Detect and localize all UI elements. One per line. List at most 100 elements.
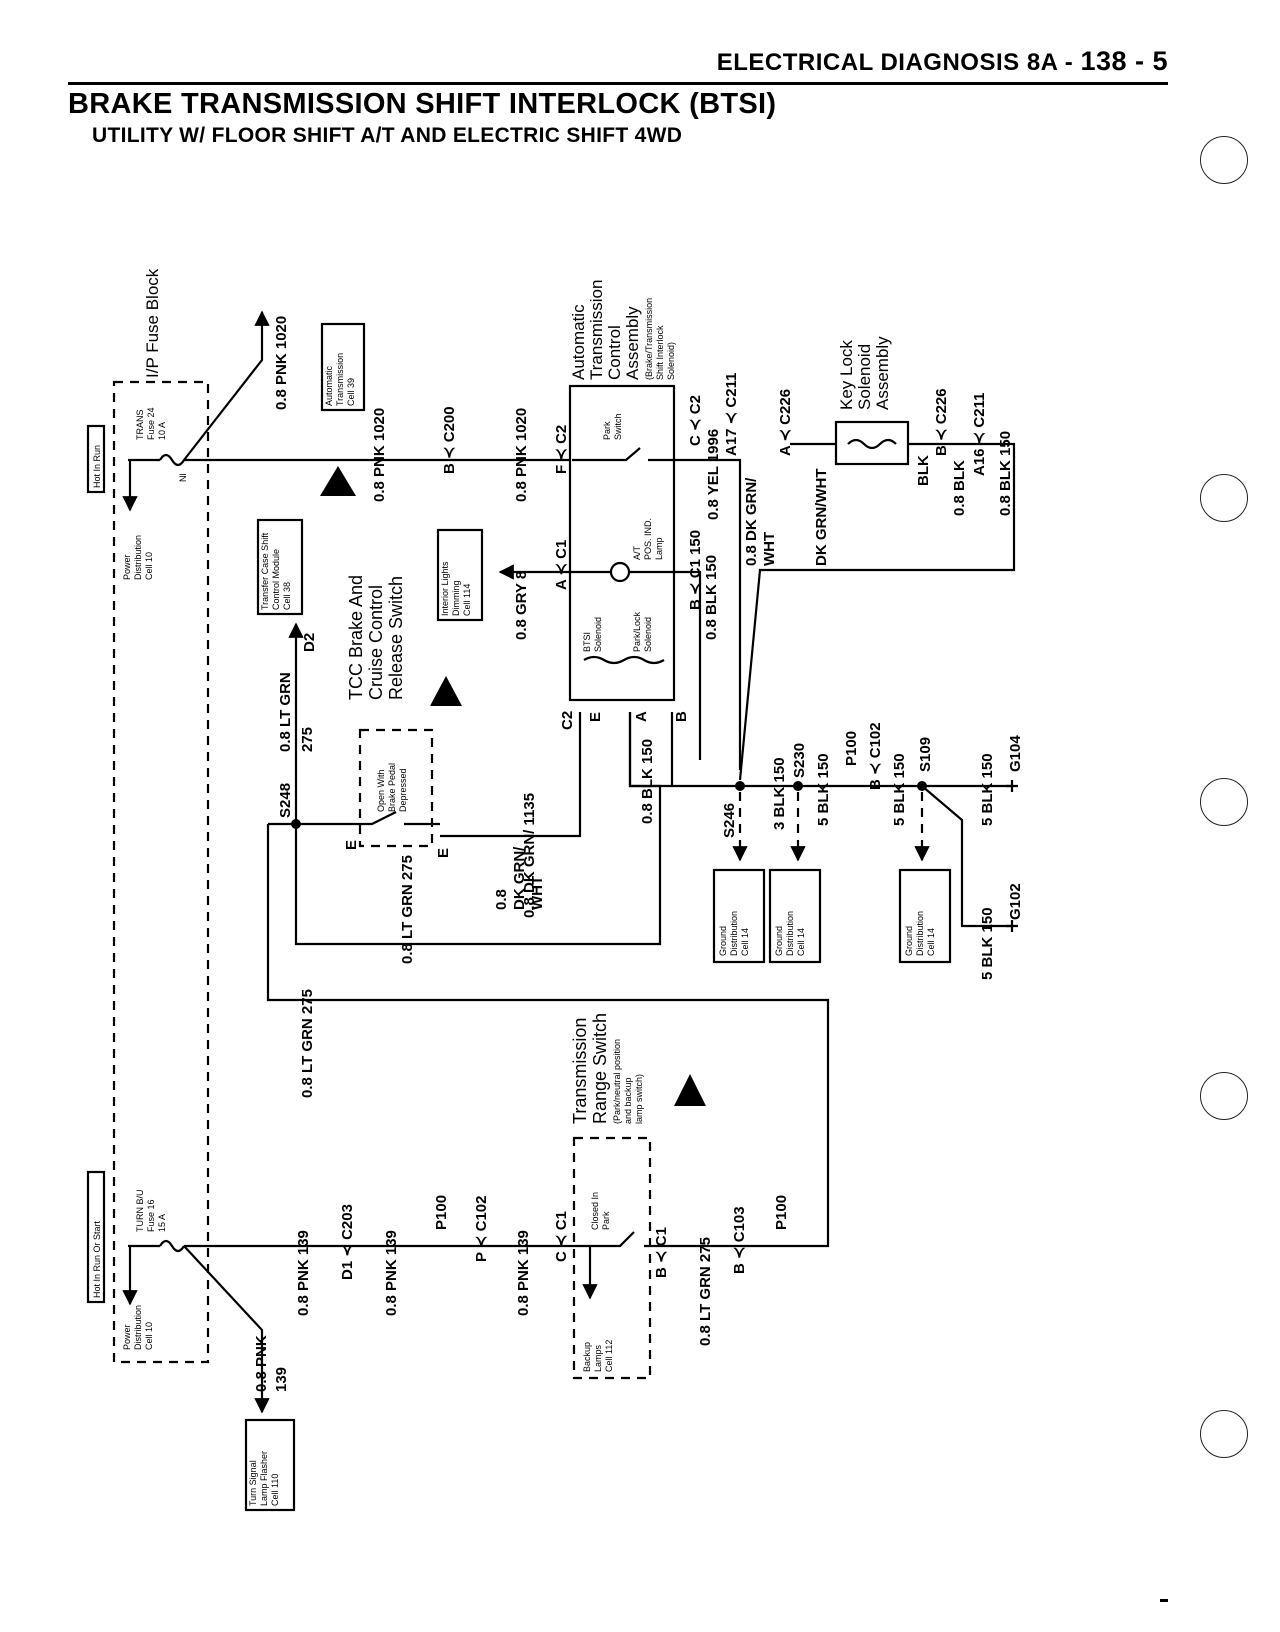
power-dist-a-3: Cell 10 bbox=[144, 552, 154, 580]
wire-ltgrn275-c: 0.8 LT GRN 275 bbox=[299, 989, 316, 1098]
fuse24-line3: 10 A bbox=[157, 422, 167, 440]
conn-a17: A17 ≺ C211 bbox=[723, 373, 740, 456]
splice-s246-dot bbox=[735, 781, 745, 791]
ref-transfer-2: Control Module bbox=[271, 549, 281, 610]
nl-label: Nl bbox=[178, 474, 188, 483]
tcc-sub-3: Depressed bbox=[398, 768, 408, 812]
fuse16-line3: 15 A bbox=[157, 1214, 167, 1232]
closed-park-2: Park bbox=[601, 1211, 611, 1230]
wire-blk5-150-d: 5 BLK 150 bbox=[979, 907, 996, 980]
page-subtitle: UTILITY W/ FLOOR SHIFT A/T AND ELECTRIC … bbox=[92, 124, 683, 147]
page-corner-mark bbox=[1160, 1599, 1168, 1602]
wire-pnk139-c: 0.8 PNK 139 bbox=[515, 1230, 532, 1316]
wire-g102 bbox=[921, 785, 1012, 928]
keylock-2: Solenoid bbox=[855, 344, 874, 410]
hot-in-run-start-box bbox=[86, 1170, 106, 1304]
wire-yel1996: 0.8 YEL 1996 bbox=[705, 429, 722, 520]
wire-blk5-150-b: 5 BLK 150 bbox=[891, 753, 908, 826]
tcc-1: TCC Brake And bbox=[346, 575, 366, 700]
atca-sub-2: Shift Interlock bbox=[655, 325, 665, 380]
wire-pnk1020-a: 0.8 PNK 1020 bbox=[273, 316, 290, 410]
ref-gnd3-box bbox=[898, 868, 952, 964]
fuse-block-title-text: I/P Fuse Block bbox=[143, 268, 162, 378]
trs-sub-3: lamp switch) bbox=[634, 1074, 644, 1124]
wire-ltgrn275-a: 0.8 LT GRN bbox=[277, 672, 294, 752]
backup-3: Cell 112 bbox=[604, 1340, 614, 1372]
turn-3: Cell 110 bbox=[270, 1474, 280, 1506]
ref-transfer-box bbox=[256, 518, 304, 616]
fuse-24 bbox=[159, 453, 185, 467]
wire-pnk139-b: 0.8 PNK 139 bbox=[383, 1230, 400, 1316]
gnd3-3: Cell 14 bbox=[926, 928, 936, 956]
solenoid-coils bbox=[583, 655, 665, 665]
btsi-sol-1: BTSI bbox=[582, 632, 592, 652]
gnd2-2: Distribution bbox=[785, 911, 795, 956]
gnd3-1: Ground bbox=[904, 926, 914, 956]
binder-hole bbox=[1200, 1072, 1248, 1120]
header-section: ELECTRICAL DIAGNOSIS 8A - bbox=[716, 49, 1074, 76]
wire-blk-k2: 0.8 BLK bbox=[951, 460, 968, 516]
backup-2: Lamps bbox=[593, 1344, 603, 1372]
pos-ind-2: POS. IND. bbox=[643, 518, 653, 560]
wire-blk5-150-c: 5 BLK 150 bbox=[979, 753, 996, 826]
conn-a16: A16 ≺ C211 bbox=[971, 393, 988, 476]
trs-2: Range Switch bbox=[590, 1013, 610, 1124]
trs-sub-2: and backup bbox=[623, 1077, 633, 1124]
splice-s230-dot bbox=[793, 781, 803, 791]
atca-title-1: Automatic bbox=[569, 304, 588, 380]
binder-hole bbox=[1200, 136, 1248, 184]
atca-title-2: Transmission bbox=[587, 280, 606, 380]
fuse-block-outline bbox=[112, 380, 210, 1364]
splice-s230: S230 bbox=[791, 743, 808, 778]
esd-warning-icon bbox=[320, 466, 356, 496]
conn-c2-c: C ≺ C2 bbox=[687, 395, 704, 446]
conn-c1-d: B ≺ C1 bbox=[653, 1227, 670, 1278]
turn-1: Turn Signal bbox=[248, 1460, 258, 1506]
ground-g104-icon bbox=[1006, 780, 1018, 792]
backup-1: Backup bbox=[582, 1342, 592, 1372]
fuse-block-title: I/P Fuse Block bbox=[143, 268, 162, 378]
gnd2-3: Cell 14 bbox=[796, 928, 806, 956]
keylock-3: Assembly bbox=[873, 336, 892, 410]
fuse16-line1: TURN B/U bbox=[135, 1190, 145, 1233]
binder-hole bbox=[1200, 778, 1248, 826]
conn-p100: P100 bbox=[843, 731, 860, 766]
wire-ltgrn275-e: 0.8 LT GRN 275 bbox=[697, 1237, 714, 1346]
wire-gry8: 0.8 GRY 8 bbox=[513, 571, 530, 640]
header-page-number: 138 - 5 bbox=[1080, 46, 1168, 76]
wire-blk3-150: 3 BLK 150 bbox=[771, 757, 788, 830]
ref-auto-trans-3: Cell 39 bbox=[346, 378, 356, 406]
conn-p100-c: P100 bbox=[773, 1195, 790, 1230]
wire-ltgrn-275-loop bbox=[294, 712, 662, 946]
wire-ltgrn275-b: 0.8 LT GRN 275 bbox=[399, 855, 416, 964]
wire-dkgrn-1135 bbox=[440, 712, 582, 838]
wire-pnk139-d: 0.8 PNK bbox=[253, 1335, 270, 1392]
tcc-switch-outline bbox=[358, 728, 434, 848]
pin-b: B bbox=[673, 711, 690, 722]
wire-n275: 275 bbox=[299, 727, 316, 752]
pos-ind-3: Lamp bbox=[654, 537, 664, 560]
conn-c200: B ≺ C200 bbox=[441, 406, 458, 474]
caution-icon-tcc bbox=[430, 676, 462, 706]
wire-pnk139-a: 0.8 PNK 139 bbox=[295, 1230, 312, 1316]
wire-dkgrn-d: DK GRN/ bbox=[511, 846, 528, 910]
conn-d2: D2 bbox=[301, 633, 318, 652]
wire-dkgrn-e: WHT bbox=[529, 876, 546, 910]
tcc-2: Cruise Control bbox=[366, 585, 386, 700]
power-dist-b-3: Cell 10 bbox=[144, 1322, 154, 1350]
conn-c226-b: B ≺ C226 bbox=[933, 388, 950, 456]
atca-box bbox=[568, 384, 676, 702]
conn-c1-a: A ≺ C1 bbox=[553, 540, 570, 590]
power-dist-a-1: Power bbox=[122, 554, 132, 580]
tcc-3: Release Switch bbox=[386, 576, 406, 700]
ground-g102-icon bbox=[1006, 920, 1018, 932]
atca-sub-3: Solenoid) bbox=[666, 342, 676, 380]
conn-c103: B ≺ C103 bbox=[731, 1206, 748, 1274]
wire-dkgrn1135: 0.8 DK GRN/ 1135 bbox=[521, 793, 538, 918]
park-switch bbox=[572, 447, 641, 462]
splice-s246: S246 bbox=[721, 803, 738, 838]
conn-c2-f: F ≺ C2 bbox=[553, 425, 570, 474]
fuse-16 bbox=[159, 1239, 185, 1253]
parklock-sol-1: Park/Lock bbox=[632, 611, 642, 652]
atca-title-3: Control bbox=[605, 325, 624, 380]
